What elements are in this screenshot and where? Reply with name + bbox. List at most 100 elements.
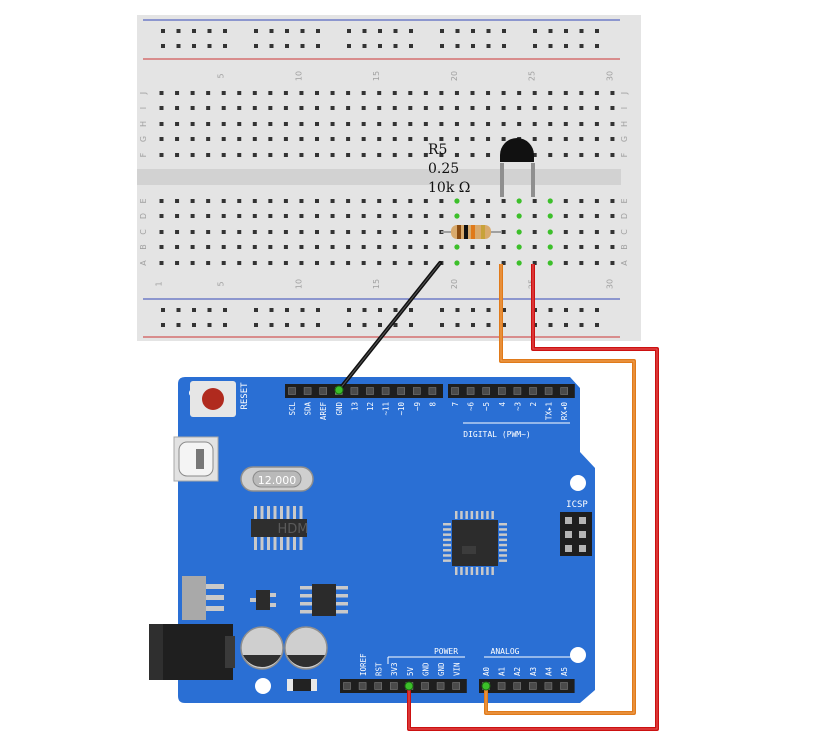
- header-pin[interactable]: [343, 682, 351, 690]
- breadboard-hole[interactable]: [237, 91, 242, 95]
- header-pin[interactable]: [374, 682, 383, 690]
- breadboard-hole[interactable]: [330, 199, 335, 203]
- breadboard-hole[interactable]: [594, 137, 599, 141]
- breadboard-hole[interactable]: [206, 91, 211, 95]
- breadboard-hole[interactable]: [377, 106, 382, 110]
- breadboard-hole[interactable]: [221, 106, 226, 110]
- breadboard-hole[interactable]: [159, 137, 164, 141]
- rail-hole[interactable]: [486, 44, 491, 48]
- breadboard-hole[interactable]: [501, 137, 506, 141]
- rail-hole[interactable]: [409, 44, 413, 48]
- header-pin[interactable]: [529, 387, 537, 395]
- breadboard-hole[interactable]: [315, 91, 319, 95]
- breadboard-hole[interactable]: [563, 261, 568, 265]
- breadboard-hole[interactable]: [501, 122, 506, 126]
- breadboard-hole[interactable]: [423, 230, 428, 234]
- breadboard-hole[interactable]: [594, 214, 599, 218]
- header-pin[interactable]: [528, 682, 537, 690]
- header-pin[interactable]: [560, 387, 569, 395]
- rail-hole[interactable]: [440, 44, 444, 48]
- breadboard-hole[interactable]: [392, 230, 397, 234]
- breadboard-hole[interactable]: [315, 245, 319, 249]
- breadboard-hole[interactable]: [610, 153, 615, 157]
- breadboard-hole[interactable]: [423, 91, 428, 95]
- rail-hole[interactable]: [579, 308, 584, 312]
- breadboard-hole[interactable]: [299, 199, 304, 203]
- rail-hole[interactable]: [564, 44, 568, 48]
- breadboard-hole[interactable]: [454, 106, 459, 110]
- rail-hole[interactable]: [455, 323, 460, 327]
- rail-hole[interactable]: [409, 323, 413, 327]
- breadboard-hole[interactable]: [159, 122, 164, 126]
- breadboard-hole[interactable]: [190, 261, 195, 265]
- breadboard-hole[interactable]: [392, 122, 397, 126]
- rail-hole[interactable]: [176, 308, 181, 312]
- breadboard-hole[interactable]: [408, 261, 413, 265]
- breadboard-hole[interactable]: [392, 199, 397, 203]
- breadboard-hole[interactable]: [423, 153, 428, 157]
- rail-hole[interactable]: [548, 323, 553, 327]
- connected-hole[interactable]: [547, 213, 553, 219]
- header-pin[interactable]: [421, 682, 429, 690]
- breadboard-hole[interactable]: [283, 261, 288, 265]
- breadboard-hole[interactable]: [190, 122, 195, 126]
- breadboard-hole[interactable]: [252, 91, 257, 95]
- breadboard-hole[interactable]: [392, 106, 397, 110]
- header-pin[interactable]: [544, 682, 553, 690]
- rail-hole[interactable]: [533, 29, 537, 33]
- rail-hole[interactable]: [471, 44, 475, 48]
- breadboard-hole[interactable]: [283, 91, 288, 95]
- header-pin[interactable]: [452, 682, 461, 690]
- breadboard-hole[interactable]: [159, 91, 164, 95]
- breadboard-hole[interactable]: [470, 91, 475, 95]
- breadboard-hole[interactable]: [159, 261, 164, 265]
- breadboard-hole[interactable]: [315, 153, 319, 157]
- connected-hole[interactable]: [454, 244, 460, 250]
- rail-hole[interactable]: [285, 308, 289, 312]
- breadboard-hole[interactable]: [501, 214, 506, 218]
- breadboard-hole[interactable]: [252, 230, 257, 234]
- breadboard-hole[interactable]: [594, 122, 599, 126]
- rail-hole[interactable]: [300, 29, 305, 33]
- connected-hole[interactable]: [516, 198, 522, 204]
- rail-hole[interactable]: [192, 308, 196, 312]
- breadboard-hole[interactable]: [330, 214, 335, 218]
- breadboard-hole[interactable]: [563, 137, 568, 141]
- rail-hole[interactable]: [347, 29, 351, 33]
- breadboard-hole[interactable]: [408, 199, 413, 203]
- rail-hole[interactable]: [455, 29, 460, 33]
- breadboard-hole[interactable]: [206, 137, 211, 141]
- breadboard-hole[interactable]: [392, 91, 397, 95]
- breadboard-hole[interactable]: [221, 199, 226, 203]
- breadboard-hole[interactable]: [221, 214, 226, 218]
- breadboard-hole[interactable]: [579, 245, 584, 249]
- connected-hole[interactable]: [516, 229, 522, 235]
- breadboard-hole[interactable]: [408, 230, 413, 234]
- breadboard-hole[interactable]: [330, 91, 335, 95]
- header-pin[interactable]: [560, 682, 568, 690]
- breadboard-hole[interactable]: [377, 91, 382, 95]
- rail-hole[interactable]: [393, 308, 398, 312]
- breadboard-hole[interactable]: [346, 230, 351, 234]
- breadboard-hole[interactable]: [299, 230, 304, 234]
- breadboard-hole[interactable]: [159, 245, 164, 249]
- rail-hole[interactable]: [347, 323, 351, 327]
- breadboard-hole[interactable]: [190, 106, 195, 110]
- breadboard-hole[interactable]: [268, 214, 273, 218]
- breadboard-hole[interactable]: [579, 137, 584, 141]
- rail-hole[interactable]: [207, 44, 212, 48]
- breadboard-hole[interactable]: [299, 214, 304, 218]
- rail-hole[interactable]: [269, 29, 274, 33]
- breadboard-hole[interactable]: [175, 91, 180, 95]
- rail-hole[interactable]: [502, 323, 506, 327]
- breadboard-hole[interactable]: [563, 230, 568, 234]
- breadboard-hole[interactable]: [315, 214, 319, 218]
- header-pin[interactable]: [288, 387, 296, 395]
- breadboard-hole[interactable]: [610, 122, 615, 126]
- connected-hole[interactable]: [454, 198, 460, 204]
- rail-hole[interactable]: [269, 323, 274, 327]
- breadboard-hole[interactable]: [330, 261, 335, 265]
- breadboard-hole[interactable]: [237, 214, 242, 218]
- breadboard-hole[interactable]: [159, 153, 164, 157]
- breadboard-hole[interactable]: [330, 153, 335, 157]
